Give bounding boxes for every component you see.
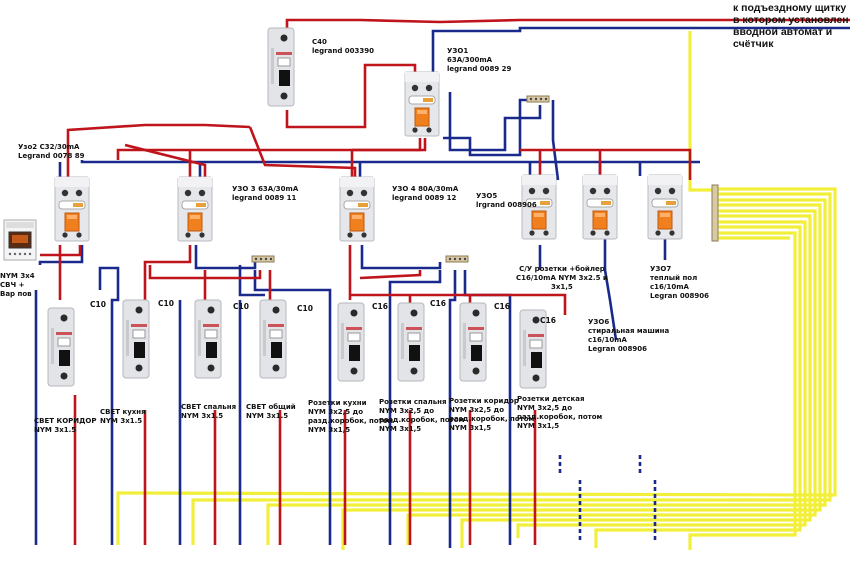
breaker-rating: C16 [372, 302, 388, 311]
rcd-uzo3 [177, 176, 213, 242]
circuit-label-light-common: СВЕТ общий NYM 3х1.5 [246, 403, 296, 420]
phase-wires [40, 18, 850, 545]
breaker-sockets-kitchen [337, 302, 365, 382]
supply-panel-note: к подъездному щитку в котором установлен… [733, 2, 849, 50]
neutral-terminal-block-top [526, 95, 550, 103]
rcd-uzo7-label: УЗО7 теплый пол с16/10mA Legran 008906 [650, 265, 710, 300]
rcd-uzo7 [647, 174, 683, 240]
rcd-uzo6 [582, 174, 618, 240]
breaker-light-corridor [47, 307, 75, 387]
rcd-uzo6-label: УЗО6 стиральная машина с16/10mA Legran 0… [588, 318, 670, 353]
rcd-uzo3-label: УЗО 3 63А/30mA legrand 0089 11 [232, 185, 299, 202]
rcd-uzo5-label: УЗО5 lrgrand 008906 [476, 192, 537, 209]
circuit-label-sockets-bedroom: Розетки спальня NYM 3х2,5 до разд.коробо… [379, 398, 465, 433]
circuit-label-light-bedroom: СВЕТ спальня NYM 3х1.5 [181, 403, 237, 420]
breaker-rating: C10 [297, 304, 313, 313]
stove-label: NYM 3х4 СВЧ + Вар пов [0, 272, 35, 298]
circuit-label-sockets-children: Розетки детская NYM 3х2,5 до разд.коробо… [517, 395, 603, 430]
rcd-uzo1-label: УЗО1 63А/300mA legrand 0089 29 [447, 47, 512, 73]
breaker-rating: C10 [233, 302, 249, 311]
breaker-light-kitchen [122, 299, 150, 379]
circuit-label-light-corridor: СВЕТ КОРИДОР NYM 3х1.5 [34, 417, 97, 434]
breaker-rating: C16 [430, 299, 446, 308]
circuit-label-light-kitchen: СВЕТ кухня NYM 3х1.5 [100, 408, 146, 425]
uzo5-circuit-label: С/У розетки +бойлер С16/10mA NYM 3х2.5 и… [516, 265, 608, 291]
ground-bus-bar [711, 184, 719, 242]
electric-stove-icon [3, 219, 37, 261]
neutral-terminal-block-left [251, 255, 275, 263]
rcd-uzo2-label: Узо2 С32/30mA Legrand 0078 89 [18, 143, 85, 160]
rcd-uzo4-label: УЗО 4 80А/30mA legrand 0089 12 [392, 185, 459, 202]
rcd-uzo4 [339, 176, 375, 242]
breaker-rating: C16 [540, 316, 556, 325]
rcd-uzo1 [404, 71, 440, 137]
circuit-label-sockets-kitchen: Розетки кухни NYM 3х2,5 до разд.коробок,… [308, 399, 394, 434]
ground-wires [116, 31, 837, 550]
breaker-light-common [259, 299, 287, 379]
circuit-label-sockets-corridor: Розетки коридор NYM 3х2,5 до разд.коробо… [449, 397, 535, 432]
breaker-rating: C10 [158, 299, 174, 308]
breaker-sockets-corridor [459, 302, 487, 382]
main-breaker-label: C40 legrand 003390 [312, 38, 374, 55]
neutral-terminal-block-right [445, 255, 469, 263]
rcd-uzo2 [54, 176, 90, 242]
neutral-wires [34, 26, 850, 548]
breaker-rating: C16 [494, 302, 510, 311]
main-breaker-c40 [267, 27, 295, 107]
breaker-sockets-bedroom [397, 302, 425, 382]
breaker-rating: C10 [90, 300, 106, 309]
breaker-light-bedroom [194, 299, 222, 379]
